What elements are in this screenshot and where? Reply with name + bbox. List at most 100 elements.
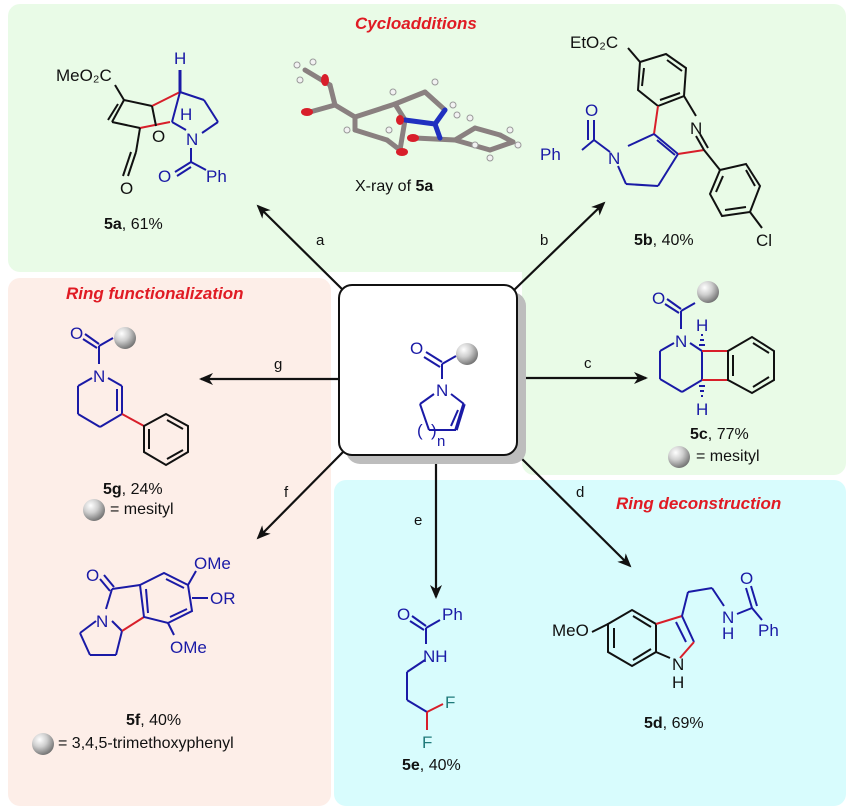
compound-id: 5b: [634, 232, 653, 249]
product-label-5e: 5e, 40%: [402, 757, 461, 775]
xray-structure-image: [293, 58, 522, 162]
atom-ome-bottom: OMe: [170, 638, 207, 657]
compound-id: 5a: [104, 216, 122, 233]
ring-deconstruction-panel: [334, 480, 846, 806]
atom-o: O: [410, 339, 423, 358]
atom-o: O: [86, 566, 99, 585]
structure-5c: O N H H: [652, 289, 775, 419]
legend-5g: = mesityl: [110, 501, 174, 518]
atom-ph: Ph: [758, 621, 779, 640]
legend-5f: = 3,4,5-trimethoxyphenyl: [58, 735, 234, 752]
xray-caption: X-ray of 5a: [355, 178, 433, 196]
atom-ome-top: OMe: [194, 554, 231, 573]
atom-h1: H: [174, 49, 186, 68]
structure-5g: O N: [70, 324, 189, 467]
yield: , 61%: [121, 216, 163, 233]
section-title-ring-functionalization: Ring functionalization: [66, 284, 244, 303]
arrow-label-e: e: [414, 512, 423, 529]
atom-ester: MeO₂C: [56, 66, 112, 85]
compound-id: 5e: [402, 757, 420, 774]
aryl-ball-icon: [83, 499, 105, 521]
atom-n: N: [675, 332, 687, 351]
ring-paren-open: (: [417, 421, 423, 440]
ring-size-n: n: [437, 433, 445, 450]
atom-ph: Ph: [442, 605, 463, 624]
ring-functionalization-panel: [8, 278, 331, 806]
cycloadditions-panel-extension: [522, 260, 846, 475]
compound-id: 5f: [126, 712, 141, 729]
atom-ph: Ph: [206, 167, 227, 186]
xray-compound-id: 5a: [415, 178, 434, 195]
atom-n: N: [93, 367, 105, 386]
yield: , 77%: [707, 426, 749, 443]
atom-f1: F: [445, 693, 455, 712]
atom-n-quinoline: N: [690, 119, 702, 138]
aryl-ball-icon: [668, 446, 690, 468]
product-label-5g: 5g, 24%: [103, 481, 163, 499]
atom-n-indole: N: [672, 655, 684, 674]
atom-o: O: [70, 324, 83, 343]
structure-5d: MeO N H N H O Ph: [552, 569, 779, 692]
aryl-ball-icon: [32, 733, 54, 755]
arrow-f: [256, 449, 346, 540]
arrow-label-a: a: [316, 232, 325, 249]
atom-o-carbonyl: O: [120, 179, 133, 198]
yield: , 69%: [662, 715, 704, 732]
arrow-a: [256, 204, 346, 293]
arrow-label-f: f: [284, 484, 289, 501]
atom-h1: H: [696, 316, 708, 335]
yield: , 24%: [121, 481, 163, 498]
arrow-b: [511, 201, 606, 293]
atom-h2: H: [696, 400, 708, 419]
atom-f2: F: [422, 733, 432, 752]
aryl-ball-icon: [114, 327, 136, 349]
atom-o: O: [740, 569, 753, 588]
structure-5a: MeO₂C O O H H N O Ph: [56, 49, 227, 198]
atom-n-pyrrole: N: [608, 149, 620, 168]
atom-n: N: [436, 381, 448, 400]
atom-n-amide: N: [722, 608, 734, 627]
atom-o: O: [652, 289, 665, 308]
compound-id: 5d: [644, 715, 663, 732]
atom-o-amide: O: [158, 167, 171, 186]
atom-h2: H: [180, 105, 192, 124]
structure-5f: O N OMe OR OMe: [79, 554, 236, 657]
product-label-5d: 5d, 69%: [644, 715, 704, 733]
atom-h-indole: H: [672, 673, 684, 692]
product-label-5f: 5f, 40%: [126, 712, 181, 730]
compound-id: 5g: [103, 481, 122, 498]
product-label-5b: 5b, 40%: [634, 232, 694, 250]
atom-ph: Ph: [540, 145, 561, 164]
yield: , 40%: [652, 232, 694, 249]
atom-o-ring: O: [152, 127, 165, 146]
ring-paren-close: ): [431, 421, 437, 440]
product-label-5c: 5c, 77%: [690, 426, 749, 444]
atom-o: O: [397, 605, 410, 624]
section-title-cycloadditions: Cycloadditions: [355, 14, 477, 33]
yield: , 40%: [419, 757, 461, 774]
atom-meo: MeO: [552, 621, 589, 640]
atom-o: O: [585, 101, 598, 120]
aryl-ball-icon: [697, 281, 719, 303]
arrow-label-d: d: [576, 484, 585, 501]
structure-5b: EtO₂C N N O Ph Cl: [540, 33, 772, 250]
arrow-d: [514, 451, 632, 568]
aryl-ball-icon: [456, 343, 478, 365]
atom-or: OR: [210, 589, 236, 608]
legend-5c: = mesityl: [696, 448, 760, 465]
atom-h-amide: H: [722, 624, 734, 643]
atom-n: N: [186, 130, 198, 149]
atom-n: N: [96, 612, 108, 631]
atom-ester: EtO₂C: [570, 33, 618, 52]
atom-nh: NH: [423, 647, 448, 666]
compound-id: 5c: [690, 426, 708, 443]
arrow-label-c: c: [584, 355, 592, 372]
structure-5e: O Ph NH F F: [397, 605, 463, 752]
arrow-label-g: g: [274, 356, 283, 373]
product-label-5a: 5a, 61%: [104, 216, 163, 234]
substrate-structure: O N ( ) n: [410, 339, 466, 450]
yield: , 40%: [140, 712, 182, 729]
arrow-label-b: b: [540, 232, 549, 249]
section-title-ring-deconstruction: Ring deconstruction: [616, 494, 782, 513]
